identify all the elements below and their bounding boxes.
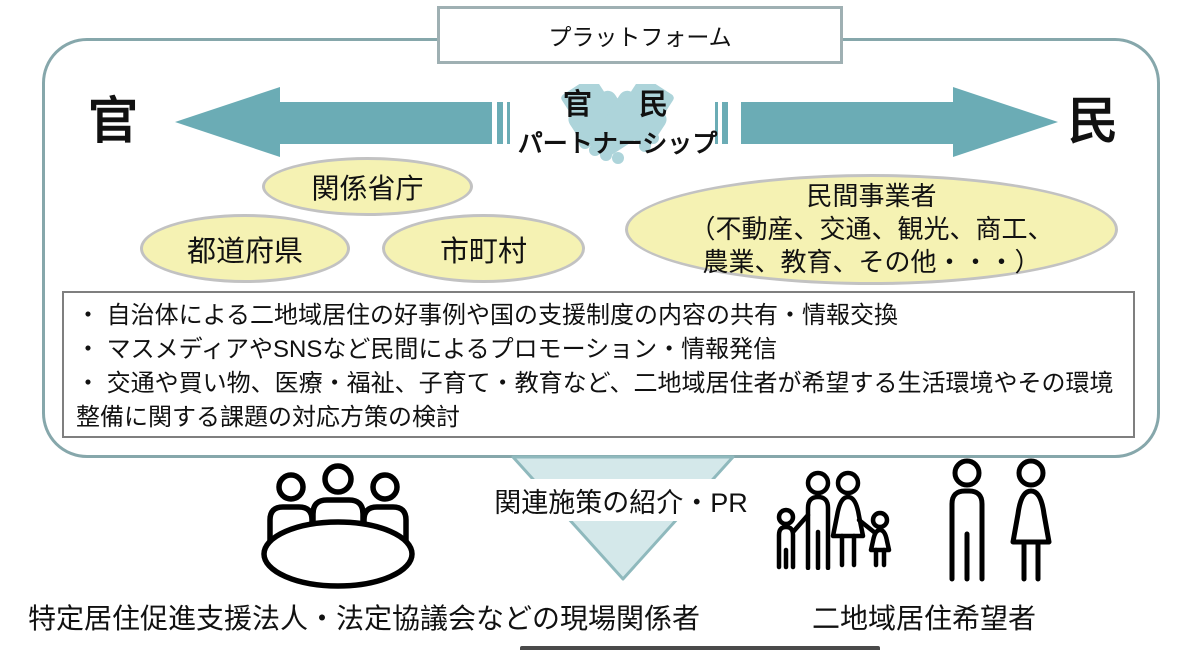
two-way-arrow (175, 87, 1058, 157)
handshake-icon (561, 84, 674, 164)
ellipse-private-operators: 民間事業者 （不動産、交通、観光、商工、 農業、教育、その他・・・） (625, 174, 1118, 285)
partnership-gov-char: 官 (563, 89, 593, 121)
private-operators-line2: （不動産、交通、観光、商工、 (689, 213, 1054, 244)
ellipse-ministries: 関係省庁 (262, 157, 473, 216)
cutoff-box-edge (520, 646, 880, 650)
platform-title: プラットフォーム (548, 24, 732, 50)
ellipse-municipalities: 市町村 (382, 214, 585, 283)
activities-box: ・ 自治体による二地域居住の好事例や国の支援制度の内容の共有・情報交換 ・ マス… (62, 291, 1135, 438)
gov-label: 官 (88, 93, 138, 149)
field-stakeholders-label: 特定居住促進支援法人・法定協議会などの現場関係者 (28, 603, 701, 634)
ministries-label: 関係省庁 (311, 172, 424, 204)
flow-label: 関連施策の紹介・PR (494, 487, 748, 518)
private-operators-line1: 民間事業者 (806, 180, 937, 211)
partnership-label-group: 官 民 パートナーシップ (505, 89, 730, 160)
partnership-label: パートナーシップ (517, 129, 718, 158)
bullet-item-1: ・ 自治体による二地域居住の好事例や国の支援制度の内容の共有・情報交換 (76, 302, 898, 329)
municipalities-label: 市町村 (439, 235, 527, 268)
prefectures-label: 都道府県 (186, 235, 303, 268)
bullet-item-2: ・ マスメディアやSNSなど民間によるプロモーション・情報発信 (76, 336, 778, 363)
family-icon (776, 470, 892, 570)
meeting-table-icon (261, 463, 415, 589)
private-operators-label: 民間事業者 （不動産、交通、観光、商工、 農業、教育、その他・・・） (689, 180, 1053, 280)
private-operators-line3: 農業、教育、その他・・・） (702, 247, 1041, 278)
adult-pair-icon (949, 458, 1052, 582)
flow-label-box: 関連施策の紹介・PR (478, 479, 764, 521)
bullet-item-3: ・ 交通や買い物、医療・福祉、子育て・教育など、二地域居住者が希望する生活環境や… (76, 370, 1114, 431)
private-label: 民 (1068, 93, 1118, 149)
platform-title-box: プラットフォーム (437, 6, 843, 64)
dual-residents-label: 二地域居住希望者 (812, 603, 1037, 634)
ellipse-prefectures: 都道府県 (140, 214, 350, 283)
partnership-min-char: 民 (638, 89, 668, 121)
